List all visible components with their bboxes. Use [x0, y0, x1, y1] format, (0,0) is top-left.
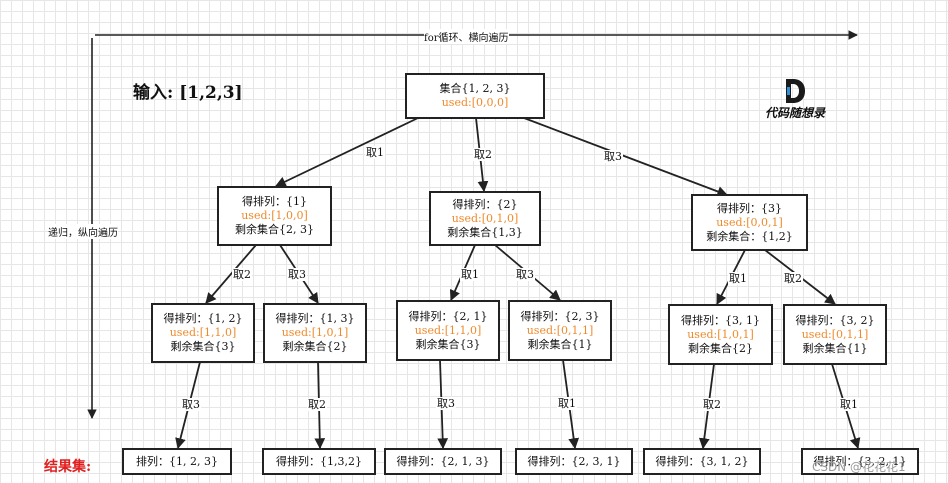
- node-used-text: used:[1,1,0]: [414, 323, 482, 337]
- vertical-axis-label: 递归，纵向遍历: [48, 224, 118, 239]
- node-root: 集合{1, 2, 3} used:[0,0,0]: [405, 73, 545, 119]
- result-text: 得排列：{2, 3, 1}: [527, 454, 621, 468]
- node-perm-text: 得排列：{2}: [452, 197, 518, 211]
- node-used-text: used:[1,0,1]: [687, 327, 754, 341]
- edge-label: 取3: [603, 150, 623, 163]
- node-remaining-text: 剩余集合{2}: [282, 340, 348, 353]
- node-used-text: used:[1,0,0]: [241, 209, 308, 222]
- result-set-label: 结果集:: [44, 459, 92, 475]
- node-remaining-text: 剩余集合：{1,2}: [706, 229, 793, 243]
- horizontal-axis-label: for循环、横向遍历: [424, 29, 509, 44]
- edge-1-12: [205, 244, 257, 304]
- result-3-2-1: 得排列：{3, 2, 1}: [801, 448, 919, 475]
- result-3-1-2: 得排列：{3, 1, 2}: [643, 448, 761, 475]
- result-2-1-3: 得排列：{2, 1, 3}: [384, 448, 502, 475]
- node-remaining-text: 剩余集合{1}: [527, 337, 593, 351]
- node-perm-1-2: 得排列：{1, 2} used:[1,1,0] 剩余集合{3}: [151, 303, 255, 363]
- edge-label: 取3: [287, 268, 307, 281]
- node-perm-text: 得排列：{2, 3}: [520, 309, 600, 323]
- node-remaining-text: 剩余集合{3}: [170, 340, 236, 353]
- edge-label: 取1: [839, 398, 859, 411]
- node-perm-text: 得排列：{1}: [242, 195, 307, 208]
- node-used-text: used:[0,1,1]: [526, 323, 594, 337]
- node-perm-text: 得排列：{2, 1}: [408, 309, 488, 323]
- result-text: 得排列：{3, 1, 2}: [655, 454, 749, 468]
- node-perm-text: 得排列：{3, 2}: [795, 313, 875, 327]
- node-perm-text: 得排列：{1, 3}: [275, 312, 355, 325]
- edge-label: 取1: [365, 146, 385, 159]
- result-2-3-1: 得排列：{2, 3, 1}: [515, 448, 633, 475]
- node-remaining-text: 剩余集合{3}: [415, 337, 481, 351]
- node-set-text: 集合{1, 2, 3}: [439, 82, 511, 95]
- node-used-text: used:[0,0,0]: [441, 96, 509, 109]
- edge-root-1: [275, 117, 419, 187]
- input-label: 输入: [1,2,3]: [133, 83, 243, 103]
- result-1-2-3: 排列：{1, 2, 3}: [122, 448, 232, 475]
- edge-label: 取2: [702, 398, 722, 411]
- node-perm-text: 得排列：{3}: [717, 201, 782, 215]
- node-remaining-text: 剩余集合{2}: [688, 341, 753, 355]
- csdn-watermark: CSDN @花花花1: [812, 460, 906, 474]
- edge-label: 取3: [181, 398, 201, 411]
- node-remaining-text: 剩余集合{1}: [802, 341, 868, 355]
- node-used-text: used:[0,1,1]: [801, 327, 869, 341]
- result-text: 得排列：{2, 1, 3}: [396, 454, 490, 468]
- node-perm-3: 得排列：{3} used:[0,0,1] 剩余集合：{1,2}: [691, 194, 808, 251]
- node-remaining-text: 剩余集合{2, 3}: [235, 223, 314, 236]
- edge-label: 取2: [307, 398, 327, 411]
- brand-name: 代码随想录: [764, 106, 825, 120]
- node-used-text: used:[0,0,1]: [716, 215, 783, 229]
- node-remaining-text: 剩余集合{1,3}: [447, 225, 523, 239]
- edge-label: 取2: [473, 148, 493, 161]
- node-perm-3-1: 得排列：{3, 1} used:[1,0,1] 剩余集合{2}: [668, 304, 773, 365]
- edge-label: 取3: [515, 268, 535, 281]
- node-used-text: used:[1,1,0]: [169, 326, 237, 339]
- edge-label: 取1: [460, 268, 480, 281]
- result-text: 得排列：{1,3,2}: [276, 454, 362, 468]
- node-perm-text: 得排列：{1, 2}: [163, 312, 243, 325]
- node-perm-text: 得排列：{3, 1}: [681, 313, 760, 327]
- edge-label: 取1: [728, 272, 748, 285]
- result-text: 得排列：{3, 2, 1}: [813, 454, 907, 468]
- node-perm-3-2: 得排列：{3, 2} used:[0,1,1] 剩余集合{1}: [783, 304, 887, 365]
- node-used-text: used:[0,1,0]: [451, 211, 519, 225]
- result-1-3-2: 得排列：{1,3,2}: [262, 448, 376, 475]
- result-text: 排列：{1, 2, 3}: [136, 454, 218, 468]
- edge-label: 取3: [436, 397, 456, 410]
- brand-logo: 代码随想录: [755, 78, 835, 121]
- node-perm-2: 得排列：{2} used:[0,1,0] 剩余集合{1,3}: [429, 191, 541, 246]
- edge-label: 取2: [783, 272, 803, 285]
- edge-label: 取2: [232, 268, 252, 281]
- logo-d-icon: [786, 79, 805, 103]
- edge-label: 取1: [557, 397, 577, 410]
- node-perm-2-1: 得排列：{2, 1} used:[1,1,0] 剩余集合{3}: [396, 300, 500, 361]
- edge-root-3: [523, 117, 729, 197]
- node-used-text: used:[1,0,1]: [281, 326, 349, 339]
- node-perm-1-3: 得排列：{1, 3} used:[1,0,1] 剩余集合{2}: [263, 303, 367, 363]
- node-perm-1: 得排列：{1} used:[1,0,0] 剩余集合{2, 3}: [217, 186, 332, 246]
- node-perm-2-3: 得排列：{2, 3} used:[0,1,1] 剩余集合{1}: [508, 300, 612, 361]
